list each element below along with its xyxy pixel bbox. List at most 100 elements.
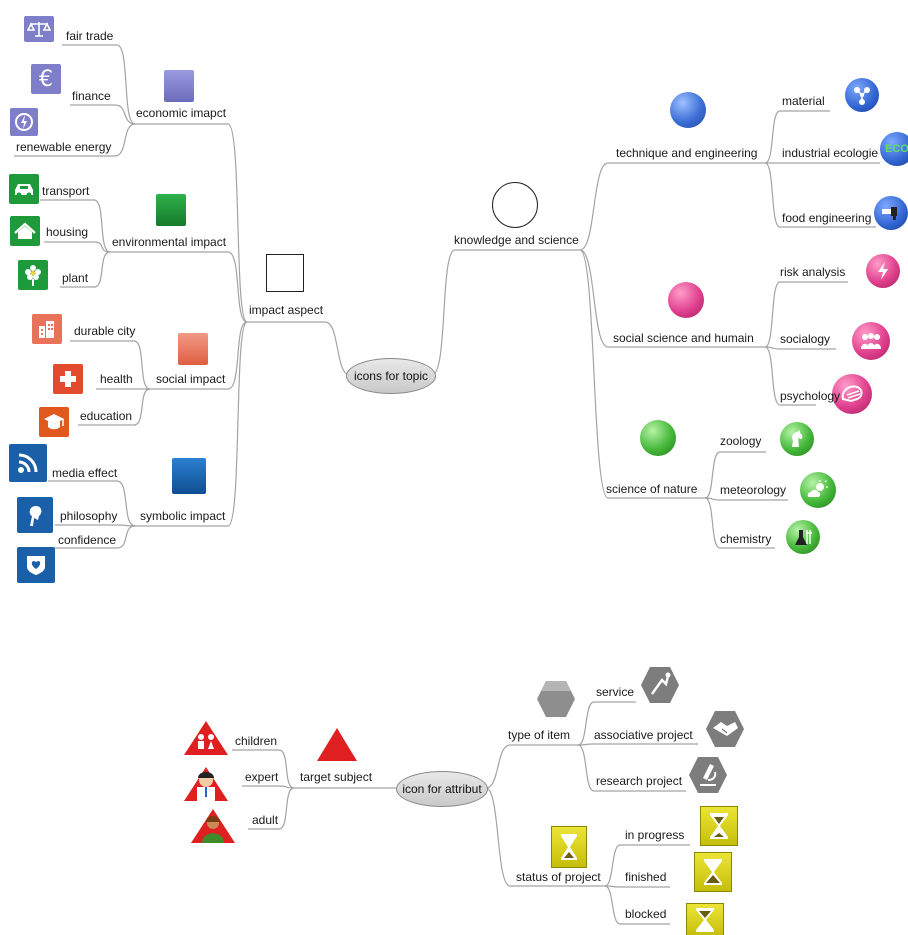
- rss-icon: [9, 444, 47, 482]
- faucet-icon: [874, 196, 908, 230]
- link-knowledge-socialscience: [579, 249, 765, 348]
- nature-green-ball-icon: [640, 420, 676, 456]
- node-target-subject[interactable]: target subject: [300, 770, 373, 784]
- root-label: icons for topic: [353, 369, 429, 383]
- expert-icon: [183, 766, 229, 802]
- leaf-housing[interactable]: housing: [46, 225, 89, 239]
- thinker-icon: [17, 497, 53, 533]
- leaf-children[interactable]: children: [235, 734, 278, 748]
- leaf-transport[interactable]: transport: [42, 184, 90, 198]
- leaf-renewable-energy[interactable]: renewable energy: [16, 140, 112, 154]
- node-environmental-impact[interactable]: environmental impact: [112, 235, 227, 249]
- leaf-chemistry[interactable]: chemistry: [720, 532, 772, 546]
- leaf-finished[interactable]: finished: [625, 870, 667, 884]
- car-icon: [9, 174, 39, 204]
- lightning-icon: [866, 254, 900, 288]
- impact-aspect-icon: [266, 254, 304, 292]
- leaf-industrial-ecologie[interactable]: industrial ecologie: [782, 146, 879, 160]
- finished-hourglass-icon: [694, 852, 732, 892]
- node-technique-and-engineering[interactable]: technique and engineering: [616, 146, 758, 160]
- node-social-impact[interactable]: social impact: [156, 372, 226, 386]
- leaf-plant[interactable]: plant: [62, 271, 89, 285]
- euro-icon: €: [31, 64, 61, 94]
- house-icon: [10, 216, 40, 246]
- building-icon: [32, 314, 62, 344]
- node-impact-aspect[interactable]: impact aspect: [249, 303, 324, 317]
- node-science-of-nature[interactable]: science of nature: [606, 482, 698, 496]
- molecule-icon: [845, 78, 879, 112]
- node-status-of-project[interactable]: status of project: [516, 870, 601, 884]
- target-red-triangle-icon: [316, 726, 358, 762]
- link-root2-status: [485, 787, 605, 887]
- leaf-education[interactable]: education: [80, 409, 133, 423]
- heart-shield-icon: [17, 547, 55, 583]
- sun-cloud-icon: [800, 472, 836, 508]
- node-social-science-and-humain[interactable]: social science and humain: [613, 331, 754, 345]
- leaf-food-engineering[interactable]: food engineering: [782, 211, 872, 225]
- leaf-fair-trade[interactable]: fair trade: [66, 29, 114, 43]
- root2-label: icon for attribut: [402, 782, 482, 796]
- leaf-psychology[interactable]: psychology: [780, 389, 841, 403]
- leaf-philosophy[interactable]: philosophy: [60, 509, 118, 523]
- leaf-in-progress[interactable]: in progress: [625, 828, 685, 842]
- leaf-media-effect[interactable]: media effect: [52, 466, 118, 480]
- leaf-research-project[interactable]: research project: [596, 774, 683, 788]
- link-impact-environmental: [110, 251, 248, 323]
- leaf-adult[interactable]: adult: [252, 813, 279, 827]
- flower-icon: [18, 260, 48, 290]
- leaf-expert[interactable]: expert: [245, 770, 279, 784]
- knowledge-circle-icon: [492, 182, 538, 228]
- link-impact-economic: [135, 123, 248, 323]
- cross-icon: [53, 364, 83, 394]
- node-economic-impact[interactable]: economic imapct: [136, 106, 227, 120]
- social-color-square: [178, 333, 208, 365]
- children-icon: [183, 720, 229, 756]
- leaf-durable-city[interactable]: durable city: [74, 324, 136, 338]
- type-grey-hexagon-icon: [536, 680, 576, 718]
- economic-color-square: [164, 70, 194, 102]
- people-icon: [852, 322, 890, 360]
- link-root-knowledge: [431, 249, 580, 376]
- blocked-hourglass-icon: [686, 903, 724, 935]
- leaf-finance[interactable]: finance: [72, 89, 111, 103]
- brain-icon: [832, 374, 872, 414]
- leaf-service[interactable]: service: [596, 685, 635, 699]
- graduation-cap-icon: [39, 407, 69, 437]
- handshake-hex-icon: [705, 710, 745, 748]
- leaf-health[interactable]: health: [100, 372, 133, 386]
- link-impact-social: [150, 321, 248, 390]
- link-root2-type: [485, 744, 578, 789]
- leaf-risk-analysis[interactable]: risk analysis: [780, 265, 846, 279]
- node-knowledge-and-science[interactable]: knowledge and science: [454, 233, 579, 247]
- in-progress-hourglass-icon: [700, 806, 738, 846]
- link-knowledge-technique: [579, 162, 765, 251]
- microscope-hex-icon: [688, 756, 728, 794]
- node-symbolic-impact[interactable]: symbolic impact: [140, 509, 226, 523]
- node-type-of-item[interactable]: type of item: [508, 728, 571, 742]
- root-node-icon-for-attribut[interactable]: icon for attribut: [396, 771, 488, 807]
- energy-icon: [10, 108, 38, 136]
- leaf-confidence[interactable]: confidence: [58, 533, 117, 547]
- link-knowledge-nature: [579, 249, 705, 499]
- symbolic-color-square: [172, 458, 206, 494]
- leaf-blocked[interactable]: blocked: [625, 907, 667, 921]
- scales-icon: [24, 16, 54, 42]
- leaf-socialogy[interactable]: socialogy: [780, 332, 831, 346]
- eco-icon: ECO: [880, 132, 908, 166]
- leaf-meteorology[interactable]: meteorology: [720, 483, 787, 497]
- leaf-material[interactable]: material: [782, 94, 825, 108]
- flask-icon: [786, 520, 820, 554]
- social-science-pink-ball-icon: [668, 282, 704, 318]
- environmental-color-square: [156, 194, 186, 226]
- link-impact-symbolic: [135, 321, 248, 527]
- status-hourglass-icon: [551, 826, 587, 868]
- service-hex-icon: [640, 666, 680, 704]
- root-node-icons-for-topic[interactable]: icons for topic: [346, 358, 436, 394]
- technique-blue-ball-icon: [670, 92, 706, 128]
- link-root-impact: [247, 321, 351, 376]
- leaf-associative-project[interactable]: associative project: [594, 728, 693, 742]
- leaf-zoology[interactable]: zoology: [720, 434, 762, 448]
- adult-icon: [190, 808, 236, 844]
